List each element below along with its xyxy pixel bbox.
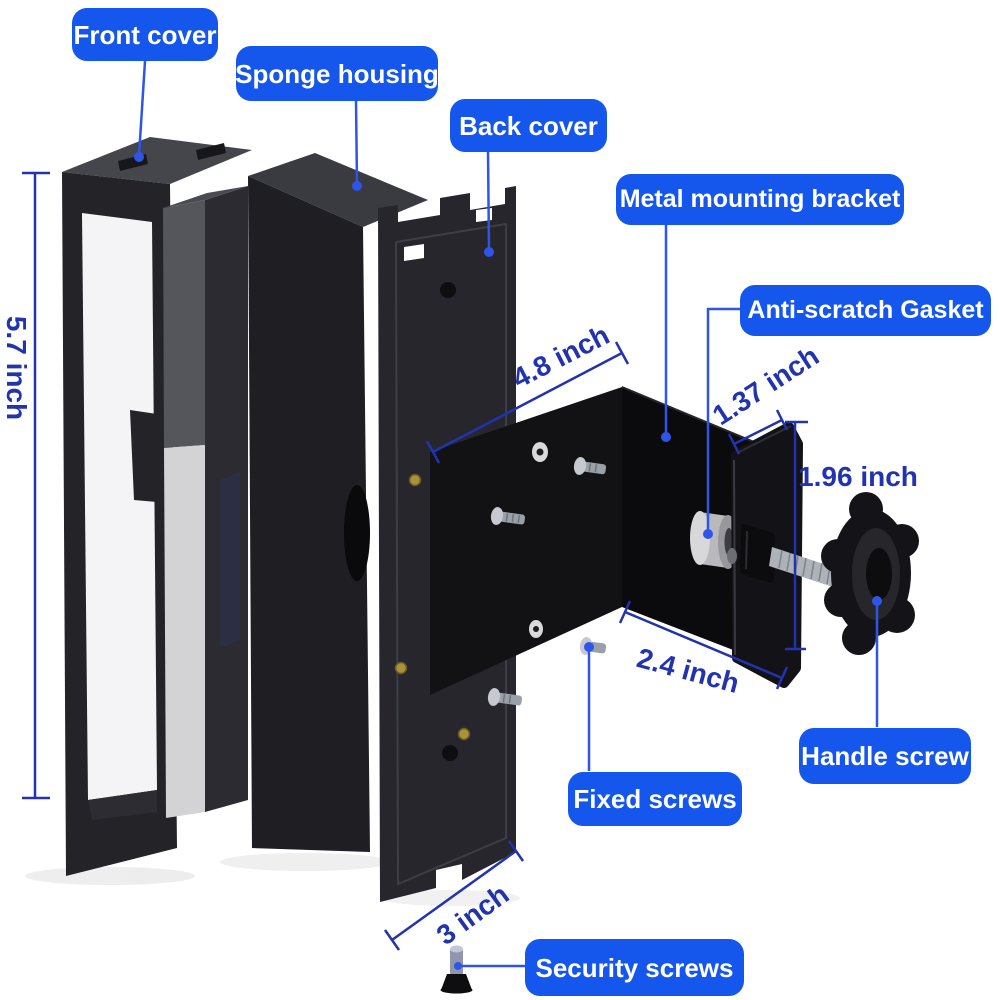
mount-slot (404, 244, 424, 261)
label-metal-mounting-bracket: Metal mounting bracket (616, 174, 904, 225)
leader-dots (134, 152, 882, 970)
threaded-rod (769, 547, 845, 590)
fixed-screw (490, 507, 526, 525)
label-front-cover: Front cover (72, 8, 218, 61)
label-fixed-screws: Fixed screws (568, 772, 742, 826)
handle-screw-part (740, 492, 919, 655)
label-anti-scratch-gasket: Anti-scratch Gasket (740, 285, 991, 336)
sponge-housing-part (163, 153, 428, 852)
dimension-lines (22, 171, 808, 951)
label-security-screws: Security screws (525, 939, 744, 996)
hex-nut (740, 524, 775, 583)
front-cover-window (82, 213, 157, 800)
label-sponge-housing: Sponge housing (235, 46, 439, 101)
dimension-plate-height: 1.96 inch (798, 461, 918, 492)
fixed-screw (573, 457, 607, 475)
fixed-screw (487, 688, 523, 706)
speaker-slot (344, 485, 370, 581)
screw-hole (442, 745, 458, 761)
leader-lines (137, 60, 879, 968)
dimension-height: 5.7 inch (1, 315, 32, 421)
label-handle-screw: Handle screw (799, 728, 971, 784)
label-back-cover: Back cover (450, 99, 607, 152)
front-cover-part (62, 137, 252, 876)
screw-hole (440, 282, 456, 298)
sponge-foam (164, 445, 205, 818)
